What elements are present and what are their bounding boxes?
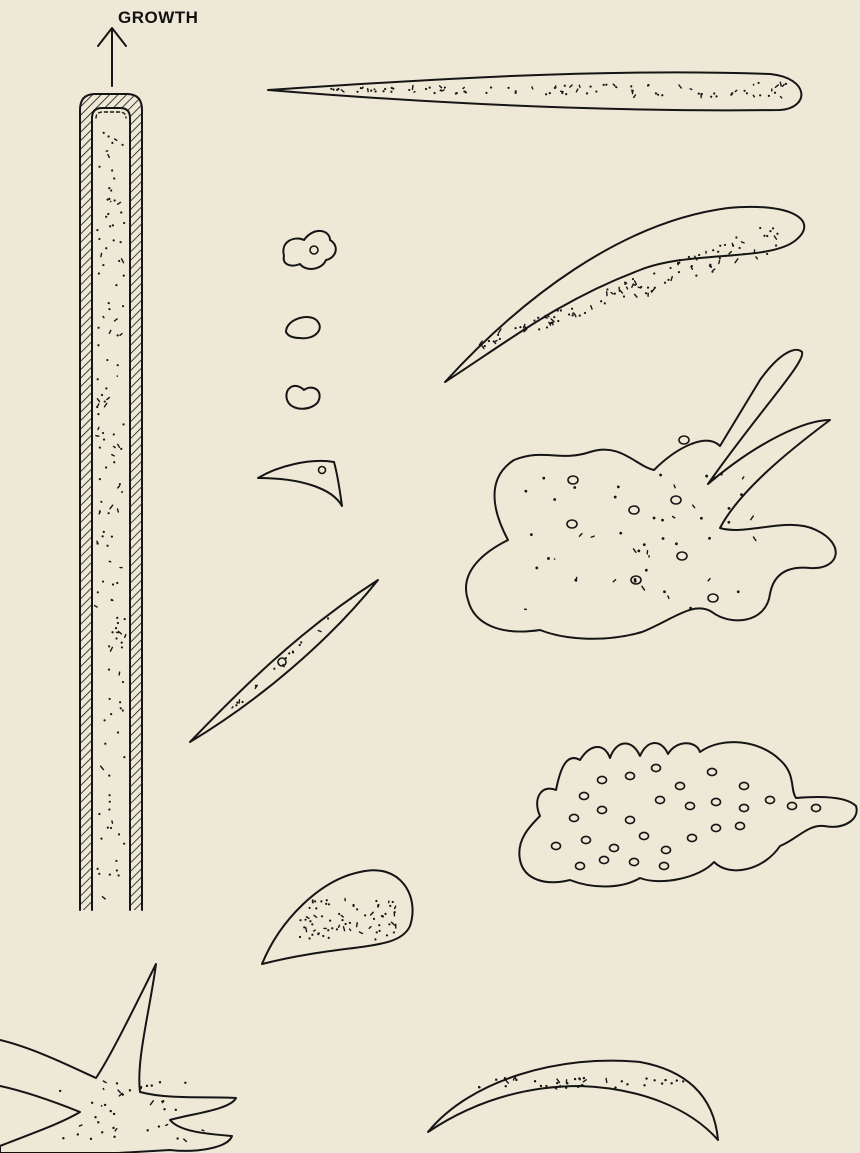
amoeboid-cell-large bbox=[466, 350, 836, 639]
small-cell-irregular bbox=[283, 231, 335, 269]
stellate-cell bbox=[0, 964, 236, 1153]
crescent-cell-bottom bbox=[428, 1061, 718, 1140]
amoeboid-cell-lobed bbox=[519, 742, 856, 886]
crescent-small bbox=[258, 461, 342, 506]
comma-cell bbox=[445, 207, 804, 382]
hyphal-tip bbox=[80, 94, 142, 910]
small-cell-comma bbox=[286, 317, 320, 338]
needle-cell bbox=[190, 580, 378, 742]
small-cell-kidney bbox=[286, 386, 319, 409]
growth-arrow-icon bbox=[98, 28, 126, 86]
spindle-cell-top bbox=[268, 72, 801, 110]
teardrop-cell bbox=[262, 870, 413, 964]
